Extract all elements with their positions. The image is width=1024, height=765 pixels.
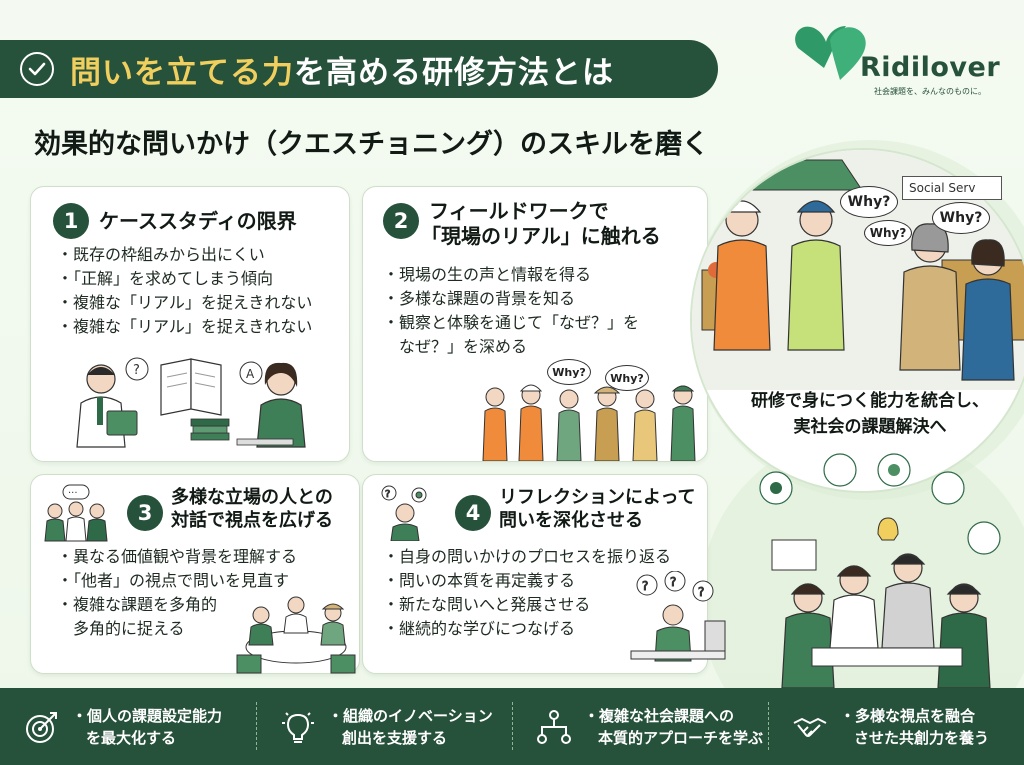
social-service-sign: Social Serv — [902, 176, 1002, 200]
svg-text:?: ? — [133, 363, 140, 378]
footer-text-line: させた共創力を養う — [854, 728, 990, 747]
svg-text:?: ? — [698, 585, 704, 599]
footer-item: 個人の課題設定能力 を最大化する — [0, 688, 256, 765]
footer-text-line: 個人の課題設定能力 — [72, 707, 222, 725]
bullet-item: 多様な課題の背景を知る — [383, 287, 639, 311]
card-title: 多様な立場の人との 対話で視点を広げる — [171, 487, 333, 531]
card-case-study: 1 ケーススタディの限界 既存の枠組みから出にくい 「正解」を求めてしまう傾向 … — [30, 186, 350, 462]
bullet-item: 異なる価値観や背景を理解する — [57, 545, 297, 569]
bullet-item: 観察と体験を通じて「なぜ？」を — [383, 311, 639, 335]
network-icon — [537, 709, 571, 744]
footer-item: 多様な視点を融合 させた共創力を養う — [768, 688, 1024, 765]
bullet-item: 多角的に捉える — [73, 619, 185, 638]
speech-bubble: Why? — [605, 365, 649, 391]
card-number: 2 — [383, 203, 419, 239]
circle-caption: 研修で身につく能力を統合し、 実社会の課題解決へ — [751, 391, 989, 437]
roundtable-illustration — [236, 596, 356, 674]
card-reflection: ? 4 リフレクションによって 問いを深化させる 自身の問いかけのプロセスを振り… — [362, 474, 726, 674]
footer-text-line: 多様な視点を融合 — [840, 707, 975, 725]
footer-text-line: を最大化する — [86, 728, 177, 747]
lightbulb-icon — [282, 711, 314, 743]
target-icon — [26, 711, 57, 743]
bullet-item: 現場の生の声と情報を得る — [383, 263, 639, 287]
bullet-item: 自身の問いかけのプロセスを振り返る — [383, 545, 671, 569]
speech-bubble: Why? — [547, 359, 591, 385]
market-scene — [692, 150, 1024, 390]
footer-text-line: 創出を支援する — [342, 728, 448, 747]
card-bullets: 現場の生の声と情報を得る 多様な課題の背景を知る 観察と体験を通じて「なぜ？」を… — [383, 263, 639, 359]
heart-logo-icon — [795, 26, 866, 80]
bullet-item: 問いの本質を再定義する — [383, 569, 671, 593]
card-dialogue: ··· 3 多様な立場の人との 対話で視点を広げる 異なる価値観や背景を理解する… — [30, 474, 360, 674]
footer-item: 複雑な社会課題への 本質的アプローチを学ぶ — [512, 688, 768, 765]
card-bullets: 自身の問いかけのプロセスを振り返る 問いの本質を再定義する 新たな問いへと発展さ… — [383, 545, 671, 641]
team-icon: ··· — [44, 484, 108, 542]
logo-tagline: 社会課題を、みんなのものに。 — [874, 87, 986, 96]
team-meeting-illustration — [759, 453, 1001, 688]
fieldwork-illustration — [482, 384, 696, 461]
study-illustration: ? A — [76, 357, 306, 448]
bullet-item: なぜ？」を深める — [399, 337, 528, 356]
card-number: 4 — [455, 495, 491, 531]
card-bullets: 既存の枠組みから出にくい 「正解」を求めてしまう傾向 複雑な「リアル」を捉えきれ… — [57, 243, 312, 339]
svg-text:A: A — [246, 367, 255, 381]
bullet-item: 「正解」を求めてしまう傾向 — [57, 267, 312, 291]
subtitle: 効果的な問いかけ（クエスチョニング）のスキルを磨く — [34, 129, 709, 160]
card-fieldwork: 2 フィールドワークで 「現場のリアル」に触れる 現場の生の声と情報を得る 多様… — [362, 186, 708, 462]
bullet-item: 継続的な学びにつなげる — [383, 617, 671, 641]
ridilover-logo: Ridilover 社会課題を、みんなのものに。 — [790, 20, 1005, 100]
header-banner: 問いを立てる力を高める研修方法とは — [0, 40, 718, 98]
page-title: 問いを立てる力を高める研修方法とは — [70, 54, 614, 91]
bullet-item: 既存の枠組みから出にくい — [57, 243, 312, 267]
check-icon — [20, 52, 54, 86]
field-scene-illustration — [690, 148, 1024, 493]
speech-bubble: Why? — [932, 202, 990, 234]
footer-text-line: 複雑な社会課題への — [584, 707, 734, 725]
thinking-icon: ? — [381, 485, 427, 541]
bullet-item: 複雑な「リアル」を捉えきれない — [57, 291, 312, 315]
svg-text:?: ? — [670, 575, 676, 589]
speech-bubble: Why? — [840, 186, 898, 218]
bullet-item: 複雑な課題を多角的 — [57, 593, 297, 617]
svg-text:?: ? — [642, 579, 648, 593]
handshake-icon — [793, 717, 827, 737]
reflection-illustration: ? ? ? — [630, 571, 726, 662]
card-number: 1 — [53, 203, 89, 239]
card-number: 3 — [127, 495, 163, 531]
bullet-item: 「他者」の視点で問いを見直す — [57, 569, 297, 593]
svg-text:?: ? — [385, 489, 390, 500]
svg-text:···: ··· — [68, 488, 78, 499]
card-title: ケーススタディの限界 — [99, 209, 297, 233]
logo-name: Ridilover — [860, 52, 1001, 83]
footer-item: 組織のイノベーション 創出を支援する — [256, 688, 512, 765]
footer-bar: 個人の課題設定能力 を最大化する 組織のイノベーション 創出を支援する 複雑な社… — [0, 688, 1024, 765]
card-title: リフレクションによって 問いを深化させる — [499, 487, 696, 531]
card-bullets: 異なる価値観や背景を理解する 「他者」の視点で問いを見直す 複雑な課題を多角的 … — [57, 545, 297, 641]
footer-text-line: 本質的アプローチを学ぶ — [598, 728, 764, 747]
speech-bubble: Why? — [864, 220, 912, 246]
card-title: フィールドワークで 「現場のリアル」に触れる — [421, 199, 661, 248]
footer-text-line: 組織のイノベーション — [328, 707, 493, 725]
bullet-item: 新たな問いへと発展させる — [383, 593, 671, 617]
bullet-item: 複雑な「リアル」を捉えきれない — [57, 315, 312, 339]
